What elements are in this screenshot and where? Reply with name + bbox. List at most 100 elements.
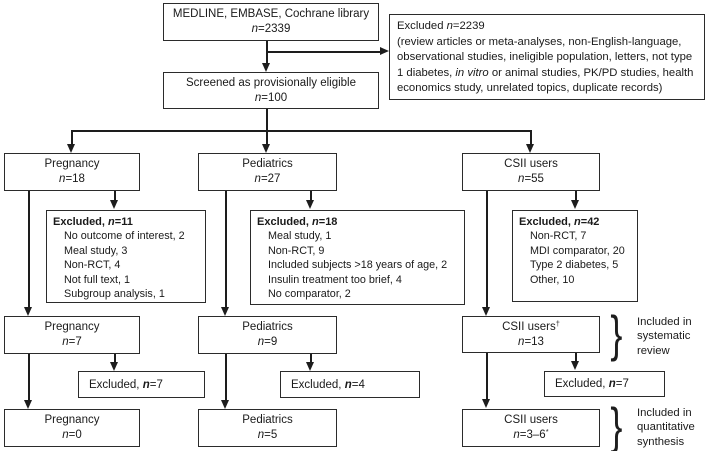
screened-title: Screened as provisionally eligible <box>185 76 357 89</box>
excluded-item: Type 2 diabetes, 5 <box>530 259 619 272</box>
flow-line <box>266 41 268 65</box>
arrow-right-icon <box>380 47 389 55</box>
pediatrics-excluded-box: Excluded, n=18 Meal study, 1 Non-RCT, 9 … <box>250 210 465 305</box>
excluded-item: Other, 10 <box>530 273 575 286</box>
pregnancy-final-box: Pregnancy n=0 <box>4 409 140 447</box>
excluded-item: Meal study, 3 <box>64 244 128 257</box>
excluded-title: Excluded, n=42 <box>519 216 600 228</box>
box-label: Pediatrics <box>242 321 293 333</box>
flow-line <box>575 353 577 362</box>
pediatrics-excluded2-box: Excluded, n=4 <box>280 371 420 398</box>
box-count: n=0 <box>62 429 82 441</box>
box-count: n=5 <box>257 429 278 441</box>
asterisk-footnote-mark: * <box>545 427 549 436</box>
flow-line <box>225 354 227 401</box>
excluded-item: Not full text, 1 <box>64 273 131 286</box>
flow-line <box>530 130 532 145</box>
flow-line <box>310 354 312 363</box>
systematic-review-label: Included in systematic review <box>637 316 692 357</box>
initial-excluded-detail: (review articles or meta-analyses, non-E… <box>397 35 694 95</box>
csii-excluded-box: Excluded, n=42 Non-RCT, 7 MDI comparator… <box>512 210 638 302</box>
source-title: MEDLINE, EMBASE, Cochrane library <box>172 8 370 20</box>
excluded-item: Meal study, 1 <box>268 230 332 243</box>
pregnancy-screened-box: Pregnancy n=18 <box>4 153 140 191</box>
flow-line <box>486 191 488 308</box>
flow-line <box>71 130 73 145</box>
arrow-down-icon <box>306 362 314 371</box>
box-count: n=7 <box>62 336 82 348</box>
box-label: Pediatrics <box>242 414 293 426</box>
box-count: n=3–6* <box>513 427 549 441</box>
arrow-down-icon <box>24 400 32 409</box>
excluded-item: Insulin treatment too brief, 4 <box>268 273 402 286</box>
quantitative-synthesis-label: Included in quantitative synthesis <box>637 407 695 448</box>
pregnancy-excluded-box: Excluded, n=11 No outcome of interest, 2… <box>46 210 206 303</box>
csii-screened-box: CSII users n=55 <box>462 153 600 191</box>
screened-box: Screened as provisionally eligible n=100 <box>163 72 379 109</box>
box-count: n=13 <box>518 335 544 348</box>
arrow-down-icon <box>221 307 229 316</box>
excluded-title: Excluded, n=11 <box>53 216 133 228</box>
arrow-down-icon <box>221 400 229 409</box>
box-label: Pregnancy <box>44 321 100 333</box>
box-label: Pregnancy <box>44 414 100 426</box>
initial-excluded-title: Excluded n=2239 <box>397 20 485 32</box>
box-label: CSII users† <box>502 318 560 333</box>
arrow-down-icon <box>482 399 490 408</box>
source-box: MEDLINE, EMBASE, Cochrane library n=2339 <box>163 3 379 41</box>
arrow-down-icon <box>526 144 534 153</box>
excluded-item: No comparator, 2 <box>268 288 351 301</box>
excluded-title: Excluded, n=7 <box>555 378 629 390</box>
pediatrics-included-box: Pediatrics n=9 <box>198 316 337 354</box>
arrow-down-icon <box>571 200 579 209</box>
brace-quantitative: } <box>610 398 623 451</box>
flow-line <box>28 354 30 401</box>
brace-systematic: } <box>610 306 623 362</box>
initial-excluded-box: Excluded n=2239 (review articles or meta… <box>389 14 705 100</box>
flow-line <box>28 191 30 308</box>
pediatrics-final-box: Pediatrics n=5 <box>198 409 337 447</box>
excluded-title: Excluded, n=18 <box>257 216 338 228</box>
arrow-down-icon <box>262 144 270 153</box>
flow-line <box>266 109 268 146</box>
pediatrics-screened-box: Pediatrics n=27 <box>198 153 337 191</box>
excluded-item: Subgroup analysis, 1 <box>64 288 165 301</box>
arrow-down-icon <box>306 200 314 209</box>
excluded-item: MDI comparator, 20 <box>530 244 625 257</box>
arrow-down-icon <box>571 361 579 370</box>
pregnancy-included-box: Pregnancy n=7 <box>4 316 140 354</box>
csii-final-box: CSII users n=3–6* <box>462 409 600 447</box>
flow-line <box>225 191 227 308</box>
box-label: Pediatrics <box>242 158 293 170</box>
flow-line <box>486 353 488 400</box>
arrow-down-icon <box>24 307 32 316</box>
excluded-title: Excluded, n=7 <box>89 378 163 391</box>
excluded-item: Non-RCT, 4 <box>64 259 121 272</box>
box-count: n=27 <box>254 173 281 185</box>
csii-excluded2-box: Excluded, n=7 <box>544 371 665 397</box>
box-label: CSII users <box>504 414 558 426</box>
flow-line <box>267 51 381 53</box>
excluded-item: Included subjects >18 years of age, 2 <box>268 259 448 272</box>
box-count: n=55 <box>518 173 544 185</box>
flow-line <box>71 130 532 132</box>
source-count: n=2339 <box>251 23 291 35</box>
screened-count: n=100 <box>254 91 288 104</box>
box-label: Pregnancy <box>44 158 100 170</box>
arrow-down-icon <box>67 144 75 153</box>
arrow-down-icon <box>110 362 118 371</box>
box-label: CSII users <box>504 158 558 170</box>
arrow-down-icon <box>110 200 118 209</box>
flow-line <box>114 191 116 200</box>
arrow-down-icon <box>262 63 270 72</box>
flow-line <box>575 191 577 200</box>
box-count: n=18 <box>59 173 85 185</box>
excluded-item: No outcome of interest, 2 <box>64 230 185 243</box>
excluded-item: Non-RCT, 9 <box>268 244 325 257</box>
flow-line <box>114 354 116 363</box>
dagger-footnote-mark: † <box>555 318 560 328</box>
excluded-title: Excluded, n=4 <box>291 378 365 391</box>
arrow-down-icon <box>482 307 490 316</box>
pregnancy-excluded2-box: Excluded, n=7 <box>78 371 205 398</box>
